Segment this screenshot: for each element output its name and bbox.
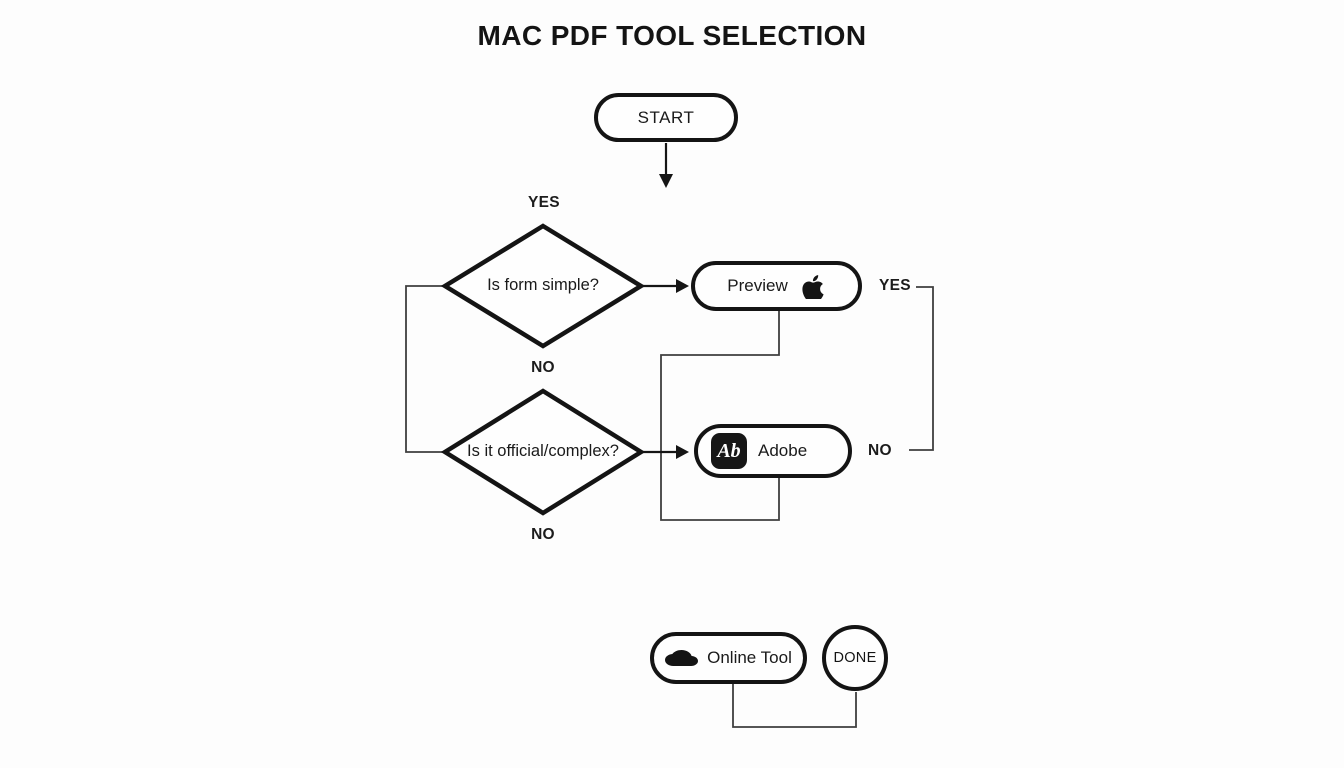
- edge-q1-q2-left-bracket: [405, 285, 445, 453]
- arrowhead-q2-adobe: [676, 445, 689, 459]
- edge-preview-yes-right-bracket: [909, 286, 934, 451]
- preview-label: Preview: [727, 276, 788, 295]
- adobe-label: Adobe: [758, 441, 808, 460]
- node-preview: Preview: [691, 261, 862, 311]
- adobe-icon: Ab: [711, 433, 747, 469]
- decision-q1-label: Is form simple?: [487, 276, 599, 294]
- edge-preview-adobe-loop: [660, 311, 780, 521]
- online-tool-label: Online Tool: [707, 648, 792, 667]
- decision-q1-shape: [440, 223, 646, 349]
- node-done: DONE: [822, 625, 888, 691]
- start-label: START: [637, 107, 695, 127]
- decision-q2-label: Is it official/complex?: [467, 442, 619, 460]
- diagram-title: MAC PDF TOOL SELECTION: [477, 20, 867, 51]
- label-preview-yes: YES: [879, 277, 911, 294]
- adobe-icon-label: Ab: [717, 439, 741, 462]
- decision-q2-shape: [440, 388, 646, 516]
- edge-online-done-loop: [732, 684, 857, 728]
- label-q2-no: NO: [531, 526, 555, 543]
- label-q1-no: NO: [531, 359, 555, 376]
- apple-icon: [802, 275, 824, 299]
- cloud-icon: [665, 650, 699, 666]
- arrowhead-start: [659, 174, 673, 188]
- node-start: START: [594, 93, 738, 142]
- arrowhead-q1-preview: [676, 279, 689, 293]
- node-online-tool: Online Tool: [650, 632, 807, 684]
- label-q1-yes: YES: [528, 194, 560, 211]
- node-adobe: Ab Adobe: [694, 424, 852, 478]
- label-adobe-no: NO: [868, 442, 892, 459]
- done-label: DONE: [833, 650, 877, 666]
